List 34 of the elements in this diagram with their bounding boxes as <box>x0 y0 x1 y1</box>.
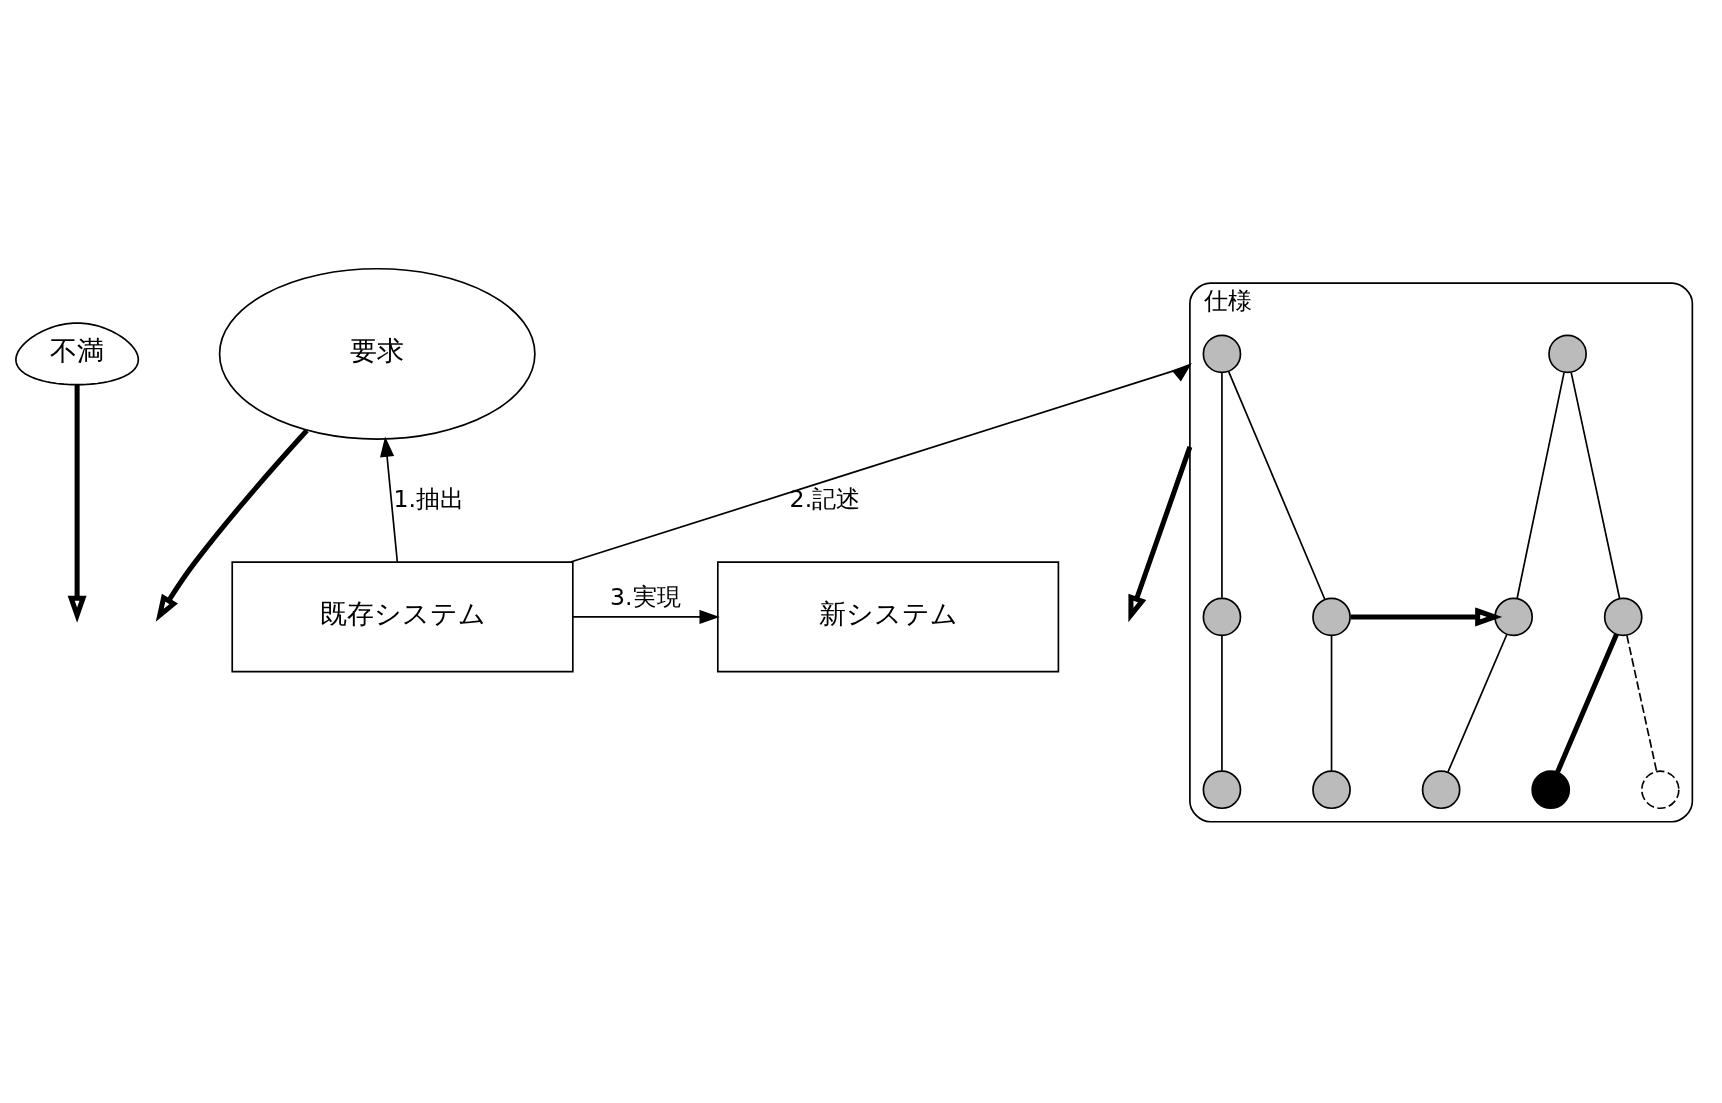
node-circle <box>1202 334 1242 373</box>
cluster: 仕様 <box>1189 281 1694 823</box>
connector <box>1221 634 1223 772</box>
edge-label: 2.記述 <box>789 484 861 513</box>
arrow <box>572 609 720 624</box>
node-box: 新システム <box>716 560 1060 673</box>
connector <box>1447 632 1508 773</box>
node-box: 既存システム <box>231 560 574 673</box>
connector <box>1626 634 1658 772</box>
node-circle <box>1421 769 1461 809</box>
edge-label: 3.実現 <box>610 582 681 611</box>
arrow <box>1350 606 1503 626</box>
connector <box>1570 371 1621 599</box>
connector <box>1227 370 1326 600</box>
connector <box>1330 634 1333 772</box>
node-circle <box>1640 769 1680 809</box>
node-ellipse: 要求 <box>218 267 536 440</box>
edge-label: 1.抽出 <box>393 484 464 513</box>
connector <box>1221 371 1223 599</box>
node-circle <box>1603 597 1643 636</box>
arrow <box>569 362 1192 563</box>
arrow <box>67 384 87 623</box>
node-circle <box>1548 334 1587 373</box>
node-circle <box>1494 597 1533 636</box>
node-circle <box>1531 769 1571 809</box>
connector <box>1555 632 1619 773</box>
arrow <box>155 428 309 622</box>
node-circle <box>1312 597 1351 636</box>
connector <box>1516 371 1565 599</box>
node-circle <box>1312 769 1351 809</box>
node-circle <box>1202 597 1242 636</box>
arrow <box>1128 445 1193 622</box>
arrow <box>380 436 399 563</box>
node-circle <box>1202 769 1242 809</box>
